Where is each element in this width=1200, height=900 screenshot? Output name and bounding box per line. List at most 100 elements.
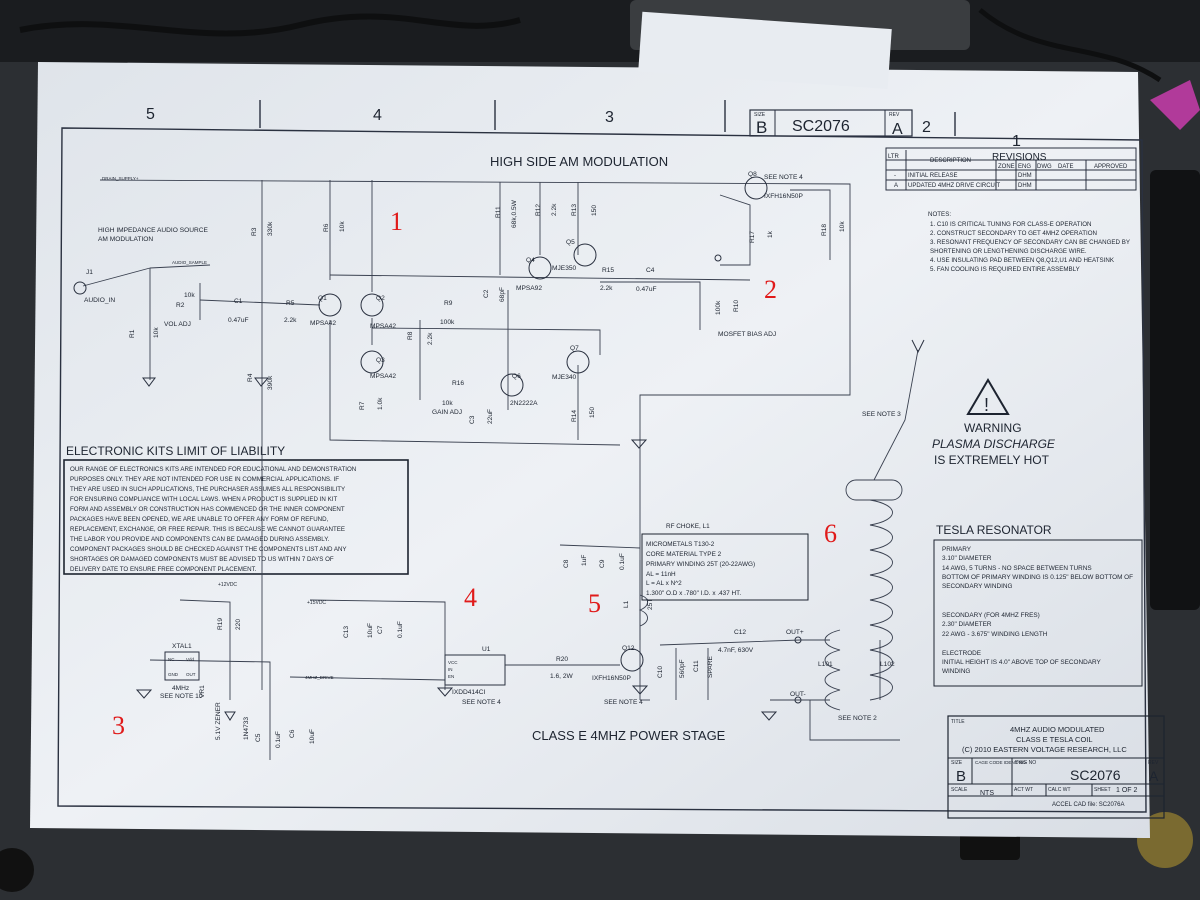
rev-row-eng: DHM (1018, 183, 1032, 189)
label: MJE350 (552, 265, 577, 272)
label: GAIN ADJ (432, 409, 462, 416)
tb-cage-label: CAGE CODE IDENT NO (975, 760, 1026, 765)
label: C7 (377, 625, 384, 634)
liability-block: ELECTRONIC KITS LIMIT OF LIABILITY OUR R… (63, 444, 409, 575)
size-label: SIZE (754, 112, 766, 118)
schematic-wiring (82, 179, 919, 760)
label: MPSA42 (370, 373, 396, 380)
ground-icon (135, 689, 153, 699)
label: R13 (571, 204, 578, 216)
label: 0.1uF (619, 553, 626, 570)
label: 1.6, 2W (550, 673, 573, 680)
label: Vdd (186, 657, 195, 662)
mosfet-q8-icon (744, 176, 768, 200)
label: C10 (657, 666, 664, 678)
liability-line: FOR ENSURING COMPLIANCE WITH LOCAL LAWS.… (70, 496, 337, 503)
label: 0.1uF (275, 731, 282, 748)
label: 1.0k (377, 397, 384, 410)
label: R1 (129, 329, 136, 338)
ground-icon (142, 377, 156, 387)
label: SEE NOTE 3 (862, 411, 901, 418)
label: MPSA42 (310, 320, 336, 327)
label: 560pF (679, 659, 686, 678)
rev-header-zone: ZONE (998, 164, 1015, 170)
label: 10k (339, 221, 346, 232)
label: 10k (184, 292, 195, 299)
title-top: HIGH SIDE AM MODULATION (490, 154, 668, 169)
ground-icon (630, 439, 648, 449)
label: 0.1uF (397, 621, 404, 638)
tesla-title: TESLA RESONATOR (936, 523, 1052, 537)
label: J1 (86, 269, 93, 276)
label: 5.1V ZENER (215, 702, 222, 740)
label: C5 (255, 733, 262, 742)
label: 2.2k (284, 317, 297, 324)
label: 2.2k (600, 285, 613, 292)
label: Q6 (512, 373, 521, 380)
label: 22uF (487, 409, 494, 424)
label: C4 (646, 267, 655, 274)
rf-choke-title: RF CHOKE, L1 (666, 523, 710, 530)
liability-title: ELECTRONIC KITS LIMIT OF LIABILITY (66, 444, 285, 458)
paper (30, 62, 1150, 838)
liability-line: OUR RANGE OF ELECTRONICS KITS ARE INTEND… (70, 466, 356, 473)
tb-scale: NTS (980, 790, 994, 797)
label: L101 (818, 661, 833, 668)
label: C9 (599, 559, 606, 568)
label: U1 (482, 646, 491, 653)
rf-choke-line: MICROMETALS T130-2 (646, 541, 715, 548)
primary-line: BOTTOM OF PRIMARY WINDING IS 0.125" BELO… (942, 574, 1133, 581)
label: C11 (693, 660, 700, 672)
label: GND (168, 672, 179, 677)
label: MPSA92 (516, 285, 542, 292)
label: R9 (444, 300, 453, 307)
primary-line: SECONDARY WINDING (942, 583, 1012, 590)
label: R6 (323, 223, 330, 232)
label: MOSFET BIAS ADJ (718, 331, 776, 338)
label: R15 (602, 267, 614, 274)
title-bottom: CLASS E 4MHZ POWER STAGE (532, 728, 726, 743)
liability-line: PURPOSES ONLY. THEY ARE NOT INTENDED FOR… (70, 476, 339, 483)
label: VCC (448, 660, 458, 665)
label: R10 (733, 300, 740, 312)
tb-title-line: (C) 2010 EASTERN VOLTAGE RESEARCH, LLC (962, 745, 1127, 754)
exclamation-icon: ! (984, 395, 989, 415)
primary-line: 14 AWG, 5 TURNS - NO SPACE BETWEEN TURNS (942, 565, 1092, 572)
label: OUT (186, 672, 196, 677)
jack-j1-icon (73, 281, 87, 295)
notes-title: NOTES: (928, 211, 951, 218)
label: R5 (286, 300, 295, 307)
label: HIGH IMPEDANCE AUDIO SOURCE (98, 227, 209, 234)
warning-line-1: WARNING (964, 421, 1022, 435)
label: XTAL1 (172, 643, 192, 650)
label: 100k (715, 300, 722, 315)
label: Q3 (376, 357, 385, 364)
label: 150 (589, 407, 596, 418)
rf-choke-line: CORE MATERIAL TYPE 2 (646, 551, 722, 558)
label: +12VDC (218, 582, 237, 588)
label: SEE NOTE 4 (604, 699, 643, 706)
label: SEE NOTE 4 (462, 699, 501, 706)
zone-3: 3 (605, 109, 614, 126)
label: +15VDC (307, 600, 326, 606)
label: SPARE (707, 656, 714, 678)
tb-title-label: TITLE (951, 719, 965, 725)
zone-2: 2 (922, 119, 931, 136)
tb-title-line: 4MHZ AUDIO MODULATED (1010, 725, 1105, 734)
ground-icon (760, 711, 778, 721)
label: 2.2k (427, 332, 434, 345)
label: 10uF (367, 623, 374, 638)
zone-5: 5 (146, 106, 155, 123)
label: AUDIO_IN (84, 297, 115, 304)
dwg-number: SC2076 (792, 118, 850, 135)
primary-line: 3.10" DIAMETER (942, 555, 992, 562)
warning-line-2: PLASMA DISCHARGE (932, 437, 1056, 451)
rf-choke-block: RF CHOKE, L1 MICROMETALS T130-2 CORE MAT… (641, 523, 809, 601)
size-value: B (756, 118, 767, 137)
secondary-line: 2.30" DIAMETER (942, 621, 992, 628)
rev-row-ltr: - (894, 173, 896, 179)
label: C6 (289, 729, 296, 738)
ic-u1-icon (444, 654, 506, 686)
label: 2N2222A (510, 400, 538, 407)
label: 330k (267, 221, 274, 236)
